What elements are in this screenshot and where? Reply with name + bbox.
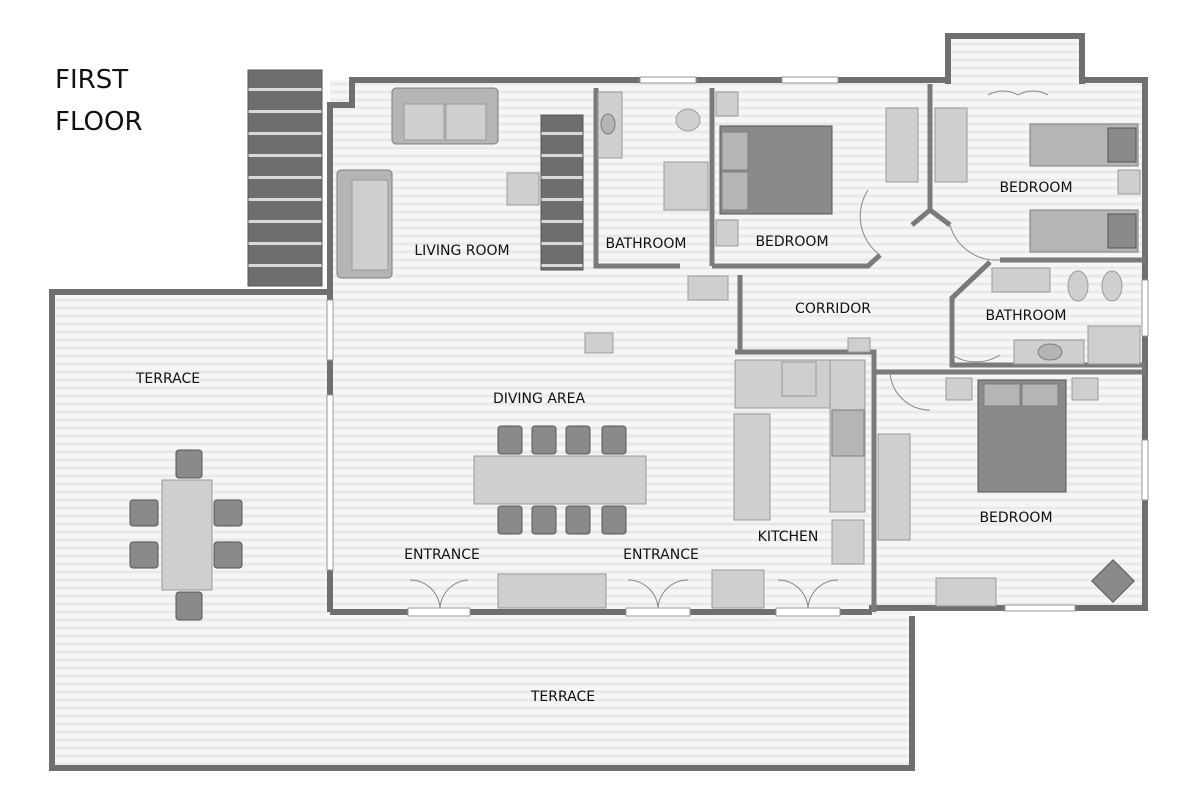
chair xyxy=(601,425,627,455)
label-corridor: CORRIDOR xyxy=(795,301,871,317)
label-bedroom-2: BEDROOM xyxy=(999,180,1072,196)
label-dining-area: DIVING AREA xyxy=(493,391,586,407)
armchair xyxy=(1091,559,1135,603)
plan-title-line1: FIRST xyxy=(55,65,128,95)
bathroom-2-fixtures xyxy=(991,267,1141,365)
wardrobe xyxy=(885,107,919,183)
pillow xyxy=(983,383,1021,407)
toilet xyxy=(675,108,701,132)
windows xyxy=(326,76,1149,612)
nightstand xyxy=(715,91,739,117)
shelf xyxy=(991,267,1051,293)
label-bathroom-1: BATHROOM xyxy=(605,236,686,252)
dining-table xyxy=(473,455,647,505)
label-bathroom-2: BATHROOM xyxy=(985,308,1066,324)
nightstand xyxy=(945,377,973,401)
chair xyxy=(175,449,203,479)
living-room-furniture xyxy=(336,87,614,354)
sofa-cushion xyxy=(445,103,487,141)
label-living-room: LIVING ROOM xyxy=(414,243,509,259)
cabinet xyxy=(847,337,871,353)
chair xyxy=(497,425,523,455)
terrace-furniture xyxy=(129,449,243,621)
bedroom-1-furniture xyxy=(715,91,919,247)
shower xyxy=(663,161,709,211)
nightstand xyxy=(1117,169,1141,195)
label-terrace-south: TERRACE xyxy=(530,689,595,705)
nightstand xyxy=(1071,377,1099,401)
side-table xyxy=(506,172,540,206)
toilet xyxy=(1067,270,1089,302)
bedroom-2-furniture xyxy=(934,107,1141,253)
terrace-floor xyxy=(49,289,915,771)
chair xyxy=(565,425,591,455)
dining-furniture xyxy=(473,425,647,609)
chair xyxy=(213,499,243,527)
balcony xyxy=(948,36,1082,84)
chair xyxy=(497,505,523,535)
pillow xyxy=(721,131,749,171)
pillow xyxy=(1107,127,1137,163)
pillow xyxy=(721,171,749,211)
label-bedroom-1: BEDROOM xyxy=(755,234,828,250)
wardrobe xyxy=(934,107,968,183)
plan-title: FIRST FLOOR xyxy=(55,65,143,137)
chair xyxy=(531,505,557,535)
terrace-table xyxy=(161,479,213,591)
door-swings xyxy=(407,90,1049,617)
label-entrance-1: ENTRANCE xyxy=(404,547,480,563)
label-entrance-2: ENTRANCE xyxy=(623,547,699,563)
chair xyxy=(129,541,159,569)
balcony-wall xyxy=(945,33,1085,84)
chair xyxy=(601,505,627,535)
bedroom-3-furniture xyxy=(877,377,1135,607)
label-kitchen: KITCHEN xyxy=(758,529,819,545)
sink-counter xyxy=(781,361,817,397)
plan-title-line2: FLOOR xyxy=(55,107,143,137)
bidet xyxy=(1101,270,1123,302)
sink xyxy=(600,113,616,135)
chair xyxy=(531,425,557,455)
cabinet xyxy=(687,275,729,301)
cabinet xyxy=(711,569,765,609)
nightstand xyxy=(715,219,739,247)
chair xyxy=(129,499,159,527)
interior-walls xyxy=(593,84,1145,612)
pillow xyxy=(1021,383,1059,407)
sideboard xyxy=(497,573,607,609)
sofa-left-cushion xyxy=(351,179,389,271)
chair xyxy=(213,541,243,569)
interior-stairs xyxy=(540,114,584,271)
desk xyxy=(935,577,997,607)
sink xyxy=(1037,343,1063,361)
sofa-cushion xyxy=(403,103,445,141)
fridge xyxy=(831,519,865,565)
wardrobe xyxy=(877,433,911,541)
label-terrace-west: TERRACE xyxy=(135,371,200,387)
kitchen-furniture xyxy=(687,275,871,609)
kitchen-island xyxy=(733,413,771,521)
stove xyxy=(831,409,865,457)
bathtub xyxy=(1087,325,1141,365)
pillow xyxy=(1107,213,1137,249)
small-table xyxy=(584,332,614,354)
chair xyxy=(565,505,591,535)
external-stairs xyxy=(247,69,323,287)
room-labels: LIVING ROOM BATHROOM BEDROOM BEDROOM COR… xyxy=(135,180,1073,705)
label-bedroom-3: BEDROOM xyxy=(979,510,1052,526)
chair xyxy=(175,591,203,621)
bathroom-1-fixtures xyxy=(597,91,709,211)
